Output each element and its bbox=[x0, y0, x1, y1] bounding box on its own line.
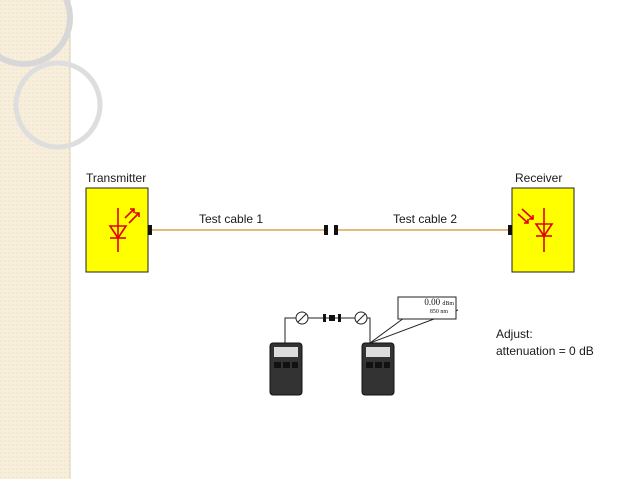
receiver-device bbox=[508, 187, 575, 273]
wavelength-value: 850 bbox=[429, 309, 439, 315]
inline-connector-center bbox=[323, 314, 341, 322]
test-cable-1-label: Test cable 1 bbox=[199, 212, 264, 226]
transmitter-device bbox=[85, 187, 152, 273]
receiver-label: Receiver bbox=[515, 171, 563, 185]
adjust-note-line1: Adjust: bbox=[496, 327, 533, 341]
adjust-note-line2: attenuation = 0 dB bbox=[496, 344, 594, 358]
wavelength-unit: nm bbox=[440, 309, 448, 315]
inline-attenuator-symbol-left bbox=[295, 311, 309, 325]
receiver-connector bbox=[508, 225, 512, 235]
test-cable-2-label: Test cable 2 bbox=[393, 212, 458, 226]
power-reading-unit: dBm bbox=[442, 301, 454, 307]
transmitter-label: Transmitter bbox=[86, 171, 147, 185]
wavelength-reading: 850 nm bbox=[400, 308, 448, 317]
led-emitter-icon bbox=[108, 208, 140, 252]
handheld-power-meter bbox=[361, 342, 395, 396]
decorative-ring-upper bbox=[0, 0, 73, 67]
adjust-note: Adjust: attenuation = 0 dB bbox=[496, 326, 594, 360]
power-reading-value: 0.00 bbox=[424, 297, 441, 307]
handheld-light-source bbox=[269, 342, 303, 396]
decorative-side-panel bbox=[0, 0, 103, 479]
mating-adapter bbox=[324, 225, 338, 235]
transmitter-connector bbox=[148, 225, 152, 235]
power-reading: 0.00 dBm bbox=[400, 297, 454, 310]
decorative-ring-lower bbox=[13, 60, 103, 150]
photodiode-receiver-icon bbox=[517, 208, 554, 252]
power-meter-display-callout bbox=[397, 296, 457, 320]
inline-attenuator-symbol-right bbox=[354, 311, 368, 325]
